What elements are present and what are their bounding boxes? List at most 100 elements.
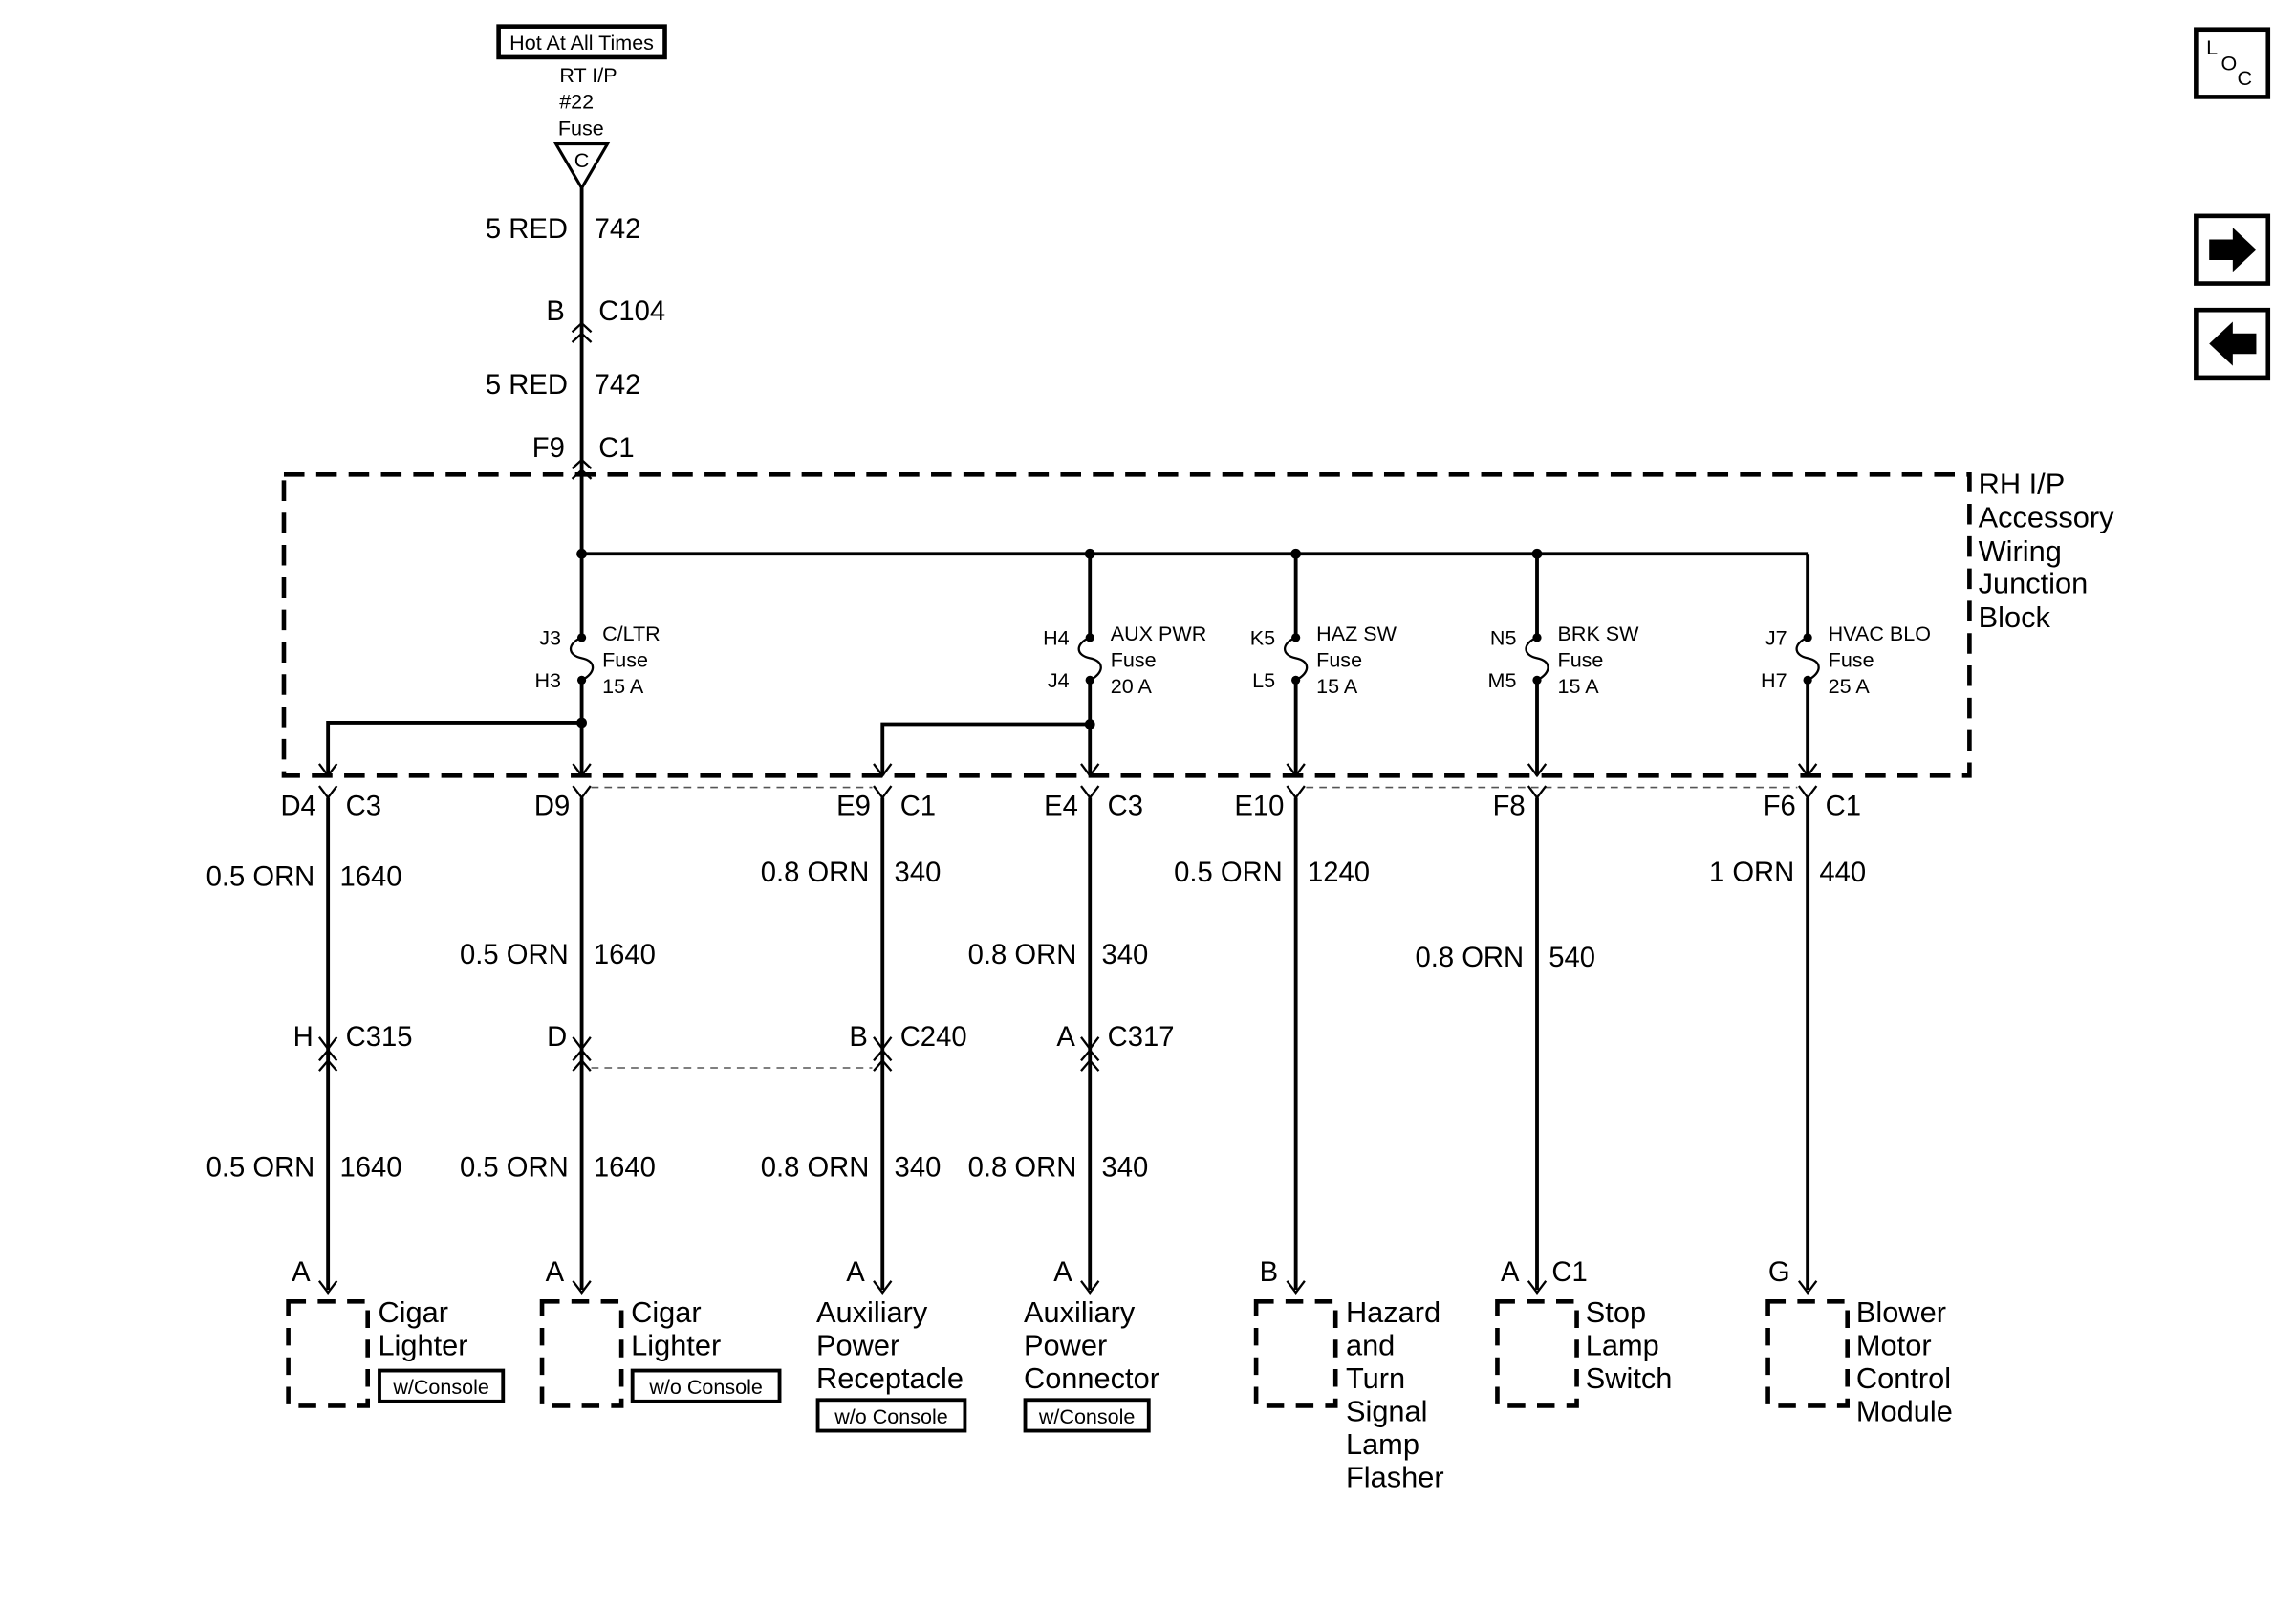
circuit-5-mid-size: 0.5 ORN (1174, 858, 1283, 888)
inline-connector-4-conn: C317 (1108, 1022, 1175, 1053)
fuse-3-rating: 15 A (1316, 675, 1358, 698)
fuse-1-out-pin: H3 (535, 669, 562, 692)
fuse-4-name: BRK SW (1558, 622, 1640, 645)
component-4-name-line-1: Auxiliary (1024, 1295, 1136, 1329)
upper-wire-2-size: 5 RED (486, 370, 568, 401)
fuse-5-in-pin: J7 (1765, 627, 1787, 650)
circuit-1-lower-number: 1640 (339, 1153, 401, 1184)
component-5-name-line-3: Turn (1346, 1361, 1405, 1395)
junction-block-name-5: Block (1979, 600, 2051, 634)
circuit-6-mid-size: 0.8 ORN (1415, 943, 1524, 973)
c104-pin: B (546, 296, 564, 327)
inline-connector-4-symbol (1080, 1036, 1100, 1072)
component-3-name-line-3: Receptacle (816, 1361, 964, 1395)
upper-wire-1-size: 5 RED (486, 214, 568, 245)
component-5-terminal-symbol (1286, 1280, 1306, 1295)
d4-branch-wire (326, 721, 582, 776)
circuit-7-mid-size: 1 ORN (1709, 858, 1794, 888)
block-output-2-pin: D9 (534, 792, 570, 822)
component-7-name-line-2: Motor (1856, 1328, 1932, 1361)
block-output-5-pin: E10 (1234, 792, 1284, 822)
fuse-3-element-icon (1283, 636, 1309, 682)
loc-letter-l: L (2206, 36, 2218, 59)
fuse-2-name: AUX PWR (1111, 622, 1206, 645)
junction-block-name-2: Accessory (1979, 501, 2115, 534)
block-output-3-conn: C1 (900, 792, 936, 822)
component-7-terminal-symbol (1797, 1280, 1818, 1295)
loc-button[interactable]: L O C (2194, 27, 2271, 99)
upper-wire-1-circuit: 742 (595, 214, 641, 245)
circuit-2-lower-size: 0.5 ORN (460, 1153, 569, 1184)
circuit-5-mid-number: 1240 (1308, 858, 1370, 888)
e4-splice (1084, 719, 1095, 729)
block-output-4-pin: E4 (1044, 792, 1078, 822)
component-1-name-line-1: Cigar (378, 1295, 448, 1329)
component-2-option-label: w/o Console (648, 1376, 763, 1399)
power-source-header-box (496, 24, 667, 60)
fuse-1-rating: 15 A (602, 675, 644, 698)
circuit-2-mid-number: 1640 (594, 940, 656, 970)
component-2-terminal-symbol (572, 1280, 592, 1295)
source-terminal-triangle (552, 142, 611, 191)
component-7-name-line-3: Control (1856, 1361, 1951, 1395)
fuse-source-line-3: Fuse (558, 117, 604, 140)
e9-branch-wire (880, 722, 1091, 776)
fuse-2-fuse-word: Fuse (1111, 649, 1157, 672)
component-1-pin: A (292, 1257, 311, 1288)
component-2-outline (539, 1299, 624, 1408)
fuse-1-name: C/LTR (602, 622, 661, 645)
circuit-2-lower-number: 1640 (594, 1153, 656, 1184)
circuit-3-lower-size: 0.8 ORN (761, 1153, 870, 1184)
component-5-pin: B (1260, 1257, 1278, 1288)
component-3-terminal-symbol (873, 1280, 893, 1295)
c104-connector-symbol (571, 321, 593, 343)
source-terminal-letter: C (574, 149, 590, 172)
fuse-1-fuse-word: Fuse (602, 649, 648, 672)
component-7-outline (1765, 1299, 1850, 1408)
component-5-name-line-2: and (1346, 1328, 1395, 1361)
component-7-pin: G (1768, 1257, 1790, 1288)
fuse-2-out-pin: J4 (1048, 669, 1070, 692)
inline-connector-1-conn: C315 (346, 1022, 413, 1053)
fuse-1-in-pin: J3 (539, 627, 561, 650)
block-output-3-pin: E9 (836, 792, 871, 822)
block-output-1-pin: D4 (280, 792, 315, 822)
fuse-2-rating: 20 A (1111, 675, 1153, 698)
component-4-option-label: w/Console (1038, 1405, 1136, 1428)
fuse-source-line-2: #22 (559, 91, 594, 114)
loc-letter-c: C (2237, 67, 2252, 90)
fuse-5-out-pin: H7 (1761, 669, 1787, 692)
fuse-4-element-icon (1525, 636, 1549, 682)
circuit-3-mid-number: 340 (895, 858, 942, 888)
component-4-option-box (1023, 1398, 1151, 1433)
circuit-1-lower-size: 0.5 ORN (206, 1153, 315, 1184)
fuse-3-in-pin: K5 (1250, 627, 1275, 650)
block-output-1-conn: C3 (346, 792, 381, 822)
component-3-option-label: w/o Console (834, 1405, 948, 1428)
circuit-4-mid-size: 0.8 ORN (968, 940, 1077, 970)
fuse-source-line-1: RT I/P (559, 64, 617, 87)
inline-connector-2-symbol (572, 1036, 592, 1072)
f9-pin: F9 (532, 433, 565, 464)
circuit-4-lower-size: 0.8 ORN (968, 1153, 1077, 1184)
circuit-4-mid-number: 340 (1102, 940, 1149, 970)
component-3-option-box (815, 1398, 967, 1433)
previous-page-button[interactable] (2194, 307, 2271, 381)
fuse-5-fuse-word: Fuse (1829, 649, 1874, 672)
component-3-name-line-1: Auxiliary (816, 1295, 928, 1329)
fuse-4-rating: 15 A (1558, 675, 1600, 698)
component-1-option-box (378, 1368, 506, 1403)
component-6-name-line-1: Stop (1586, 1295, 1646, 1329)
fuse-4-in-pin: N5 (1490, 627, 1517, 650)
junction-block-name-4: Junction (1979, 567, 2089, 600)
junction-block-name-1: RH I/P (1979, 467, 2066, 500)
next-page-button[interactable] (2194, 213, 2271, 286)
fuse-3-bottom-terminal (1291, 675, 1301, 685)
component-2-name-line-1: Cigar (631, 1295, 702, 1329)
component-1-option-label: w/Console (392, 1376, 489, 1399)
inline-connector-1-pin: H (293, 1022, 314, 1053)
inline-connector-2-pin: D (547, 1022, 567, 1053)
component-5-name-line-1: Hazard (1346, 1295, 1440, 1329)
